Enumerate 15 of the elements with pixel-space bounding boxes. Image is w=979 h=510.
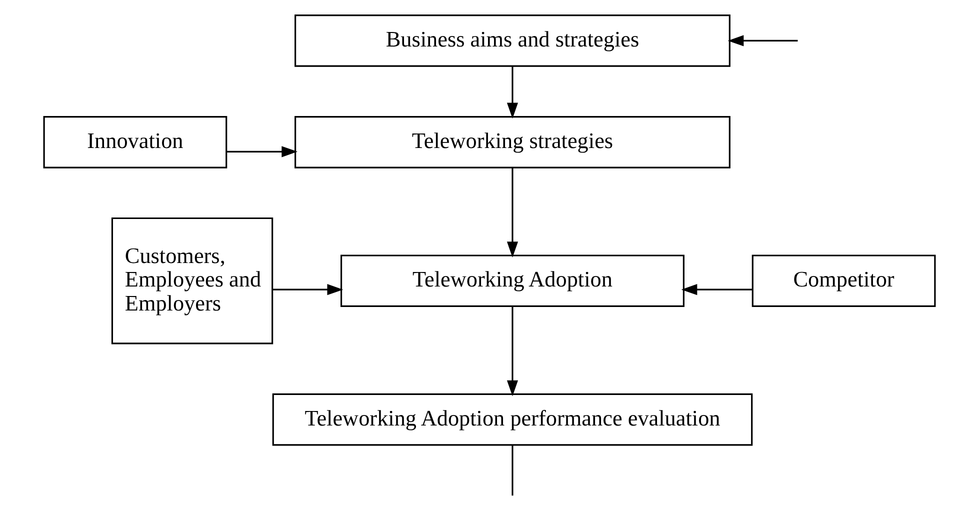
arrow [506,66,518,118]
node-box: Competitor [752,254,936,307]
node-box: Innovation [43,116,228,168]
arrow [506,167,518,258]
connector [512,444,514,496]
arrow [728,34,798,46]
node-box: Customers, Employees and Employers [111,216,274,344]
arrow [272,284,344,295]
node-box: Business aims and strategies [294,14,730,66]
node-box: Teleworking Adoption performance evaluation [272,392,753,446]
arrow [506,306,518,396]
arrow [681,284,752,295]
arrow [226,146,298,157]
node-box: Teleworking strategies [294,116,730,168]
node-box: Teleworking Adoption [340,254,684,307]
